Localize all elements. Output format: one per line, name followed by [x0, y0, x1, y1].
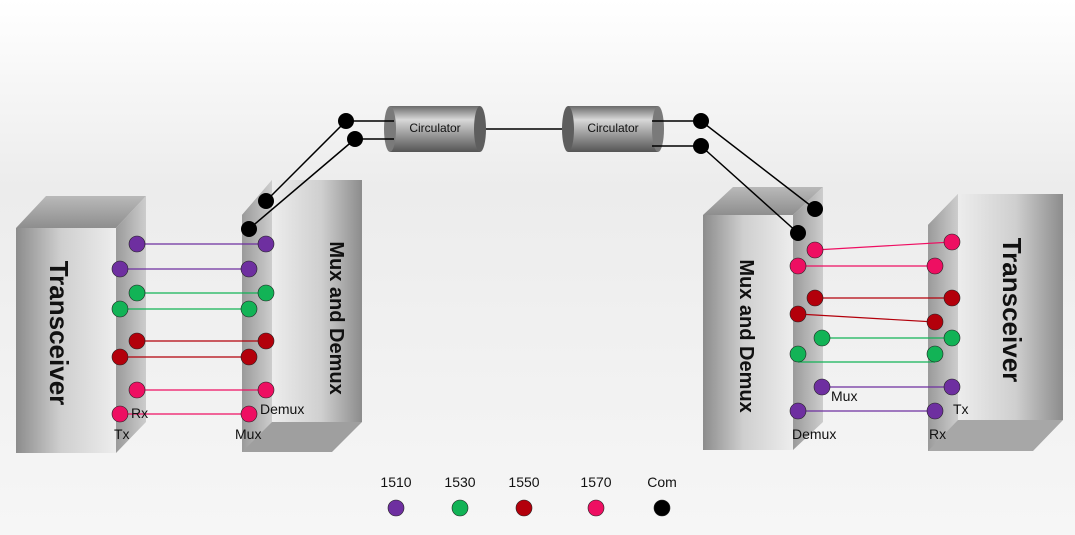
- legend-swatch-com: [653, 499, 671, 517]
- right-mux-port-1570-upper: [806, 241, 824, 259]
- right-demux-label: Demux: [792, 426, 836, 442]
- fiber-left-mux-upper: [265, 120, 347, 202]
- left-mux-port-com-upper: [258, 193, 274, 209]
- right-tx-label: Tx: [953, 401, 969, 417]
- right-transceiver-label: Transceiver: [997, 238, 1027, 383]
- left-mux-port-com-lower: [241, 221, 257, 237]
- right-rx-label: Rx: [929, 426, 946, 442]
- left-mux-demux-label: Mux and Demux: [325, 241, 347, 394]
- legend-label-1550: 1550: [508, 474, 539, 490]
- left-mux-port-1510-upper: [257, 235, 275, 253]
- right-tx-port-1510-upper: [943, 378, 961, 396]
- legend-swatch-1570: [587, 499, 605, 517]
- right-tx-port-1570-lower: [926, 257, 944, 275]
- left-mux-port-1550-lower: [240, 348, 258, 366]
- left-tx-port-1550-lower: [111, 348, 129, 366]
- left-mux-port-1530-lower: [240, 300, 258, 318]
- right-circ-port-upper: [693, 113, 709, 129]
- right-tx-port-1550-upper: [943, 289, 961, 307]
- right-tx-port-1530-lower: [926, 345, 944, 363]
- left-mux-port-1530-upper: [257, 284, 275, 302]
- left-circulator-label: Circulator: [409, 121, 460, 135]
- right-line-1570-upper: [814, 241, 953, 251]
- left-mux-port-1570-upper: [257, 381, 275, 399]
- legend-swatch-1510: [387, 499, 405, 517]
- left-mux-label: Mux: [235, 426, 261, 442]
- right-tx-port-1570-upper: [943, 233, 961, 251]
- right-circulator: Circulator: [562, 106, 664, 152]
- legend-label-1530: 1530: [444, 474, 475, 490]
- left-tx-port-1570-lower: [111, 405, 129, 423]
- legend-label-1510: 1510: [380, 474, 411, 490]
- right-mux-port-1530-lower: [789, 345, 807, 363]
- left-tx-port-1530-upper: [128, 284, 146, 302]
- left-tx-port-1570-upper: [128, 381, 146, 399]
- right-mux-port-1550-lower: [789, 305, 807, 323]
- left-channel-lines: [120, 243, 266, 415]
- right-mux-port-1570-lower: [789, 257, 807, 275]
- left-transceiver-ports: [111, 235, 146, 423]
- left-tx-label: Tx: [114, 426, 130, 442]
- com-fibers: [248, 120, 816, 234]
- left-tx-port-1550-upper: [128, 332, 146, 350]
- right-channel-lines: [797, 241, 953, 412]
- right-tx-port-1550-lower: [926, 313, 944, 331]
- right-mux-port-com-lower: [790, 225, 806, 241]
- right-line-1550-lower: [797, 313, 936, 323]
- right-mux-port-1530-upper: [813, 329, 831, 347]
- right-mux-ports: [789, 201, 831, 420]
- fiber-left-mux-lower: [248, 138, 356, 230]
- legend-swatch-1530: [451, 499, 469, 517]
- right-tx-port-1510-lower: [926, 402, 944, 420]
- left-transceiver-label: Transceiver: [44, 261, 74, 406]
- circulator-ports: [338, 113, 709, 154]
- right-transceiver: Transceiver: [928, 194, 1063, 451]
- left-mux-port-1510-lower: [240, 260, 258, 278]
- legend-swatch-1550: [515, 499, 533, 517]
- left-demux-label: Demux: [260, 401, 304, 417]
- right-transceiver-ports: [926, 233, 961, 420]
- left-rx-label: Rx: [131, 405, 148, 421]
- right-tx-port-1530-upper: [943, 329, 961, 347]
- left-mux-port-1570-lower: [240, 405, 258, 423]
- left-mux-port-1550-upper: [257, 332, 275, 350]
- right-mux-port-1510-upper: [813, 378, 831, 396]
- left-circ-port-lower: [347, 131, 363, 147]
- right-mux-port-com-upper: [807, 201, 823, 217]
- fiber-right-mux-lower: [700, 145, 799, 234]
- right-circulator-label: Circulator: [587, 121, 638, 135]
- left-mux-ports: [240, 193, 275, 423]
- right-mux-port-1550-upper: [806, 289, 824, 307]
- right-mux-label: Mux: [831, 388, 857, 404]
- left-circ-port-upper: [338, 113, 354, 129]
- left-tx-port-1530-lower: [111, 300, 129, 318]
- right-mux-demux-label: Mux and Demux: [735, 259, 757, 412]
- left-circulator: Circulator: [384, 106, 486, 152]
- left-tx-port-1510-lower: [111, 260, 129, 278]
- left-tx-port-1510-upper: [128, 235, 146, 253]
- wavelength-legend: 1510 1530 1550 1570 Com: [380, 474, 677, 517]
- right-mux-port-1510-lower: [789, 402, 807, 420]
- legend-label-com: Com: [647, 474, 677, 490]
- right-circ-port-lower: [693, 138, 709, 154]
- legend-label-1570: 1570: [580, 474, 611, 490]
- fiber-right-mux-upper: [700, 120, 816, 210]
